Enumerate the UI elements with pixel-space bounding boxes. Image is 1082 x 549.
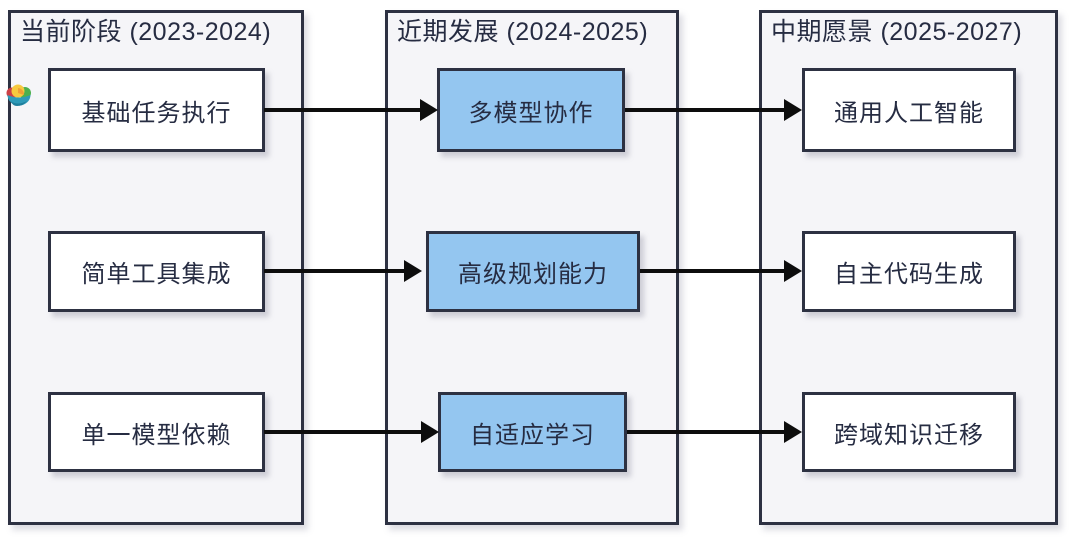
arrow-head-icon (421, 421, 439, 443)
arrow-line-row3-b (627, 430, 784, 434)
arrow-head-icon (420, 99, 438, 121)
arrow-head-icon (404, 260, 422, 282)
node-autonomous-code-generation: 自主代码生成 (802, 231, 1016, 312)
node-cross-domain-knowledge-transfer: 跨域知识迁移 (802, 392, 1016, 472)
panel-header-mid-term: 中期愿景 (2025-2027) (771, 18, 1023, 46)
node-multi-model-collaboration: 多模型协作 (437, 68, 625, 152)
arrow-head-icon (784, 421, 802, 443)
arrow-head-icon (784, 99, 802, 121)
arrow-line-row1-b (625, 108, 784, 112)
node-advanced-planning: 高级规划能力 (426, 231, 640, 312)
arrow-head-icon (784, 260, 802, 282)
fruit-bowl-icon (6, 84, 31, 106)
node-adaptive-learning: 自适应学习 (438, 392, 627, 472)
arrow-line-row1-a (264, 108, 421, 112)
node-single-model-dependency: 单一模型依赖 (48, 392, 265, 472)
arrow-line-row2-a (264, 269, 405, 273)
panel-header-current-stage: 当前阶段 (2023-2024) (20, 18, 272, 46)
arrow-line-row2-b (640, 269, 784, 273)
arrow-line-row3-a (264, 430, 422, 434)
node-agi: 通用人工智能 (802, 68, 1016, 152)
panel-header-near-term: 近期发展 (2024-2025) (397, 18, 649, 46)
node-simple-tool-integration: 简单工具集成 (48, 231, 265, 312)
node-basic-task-execution: 基础任务执行 (48, 68, 265, 152)
